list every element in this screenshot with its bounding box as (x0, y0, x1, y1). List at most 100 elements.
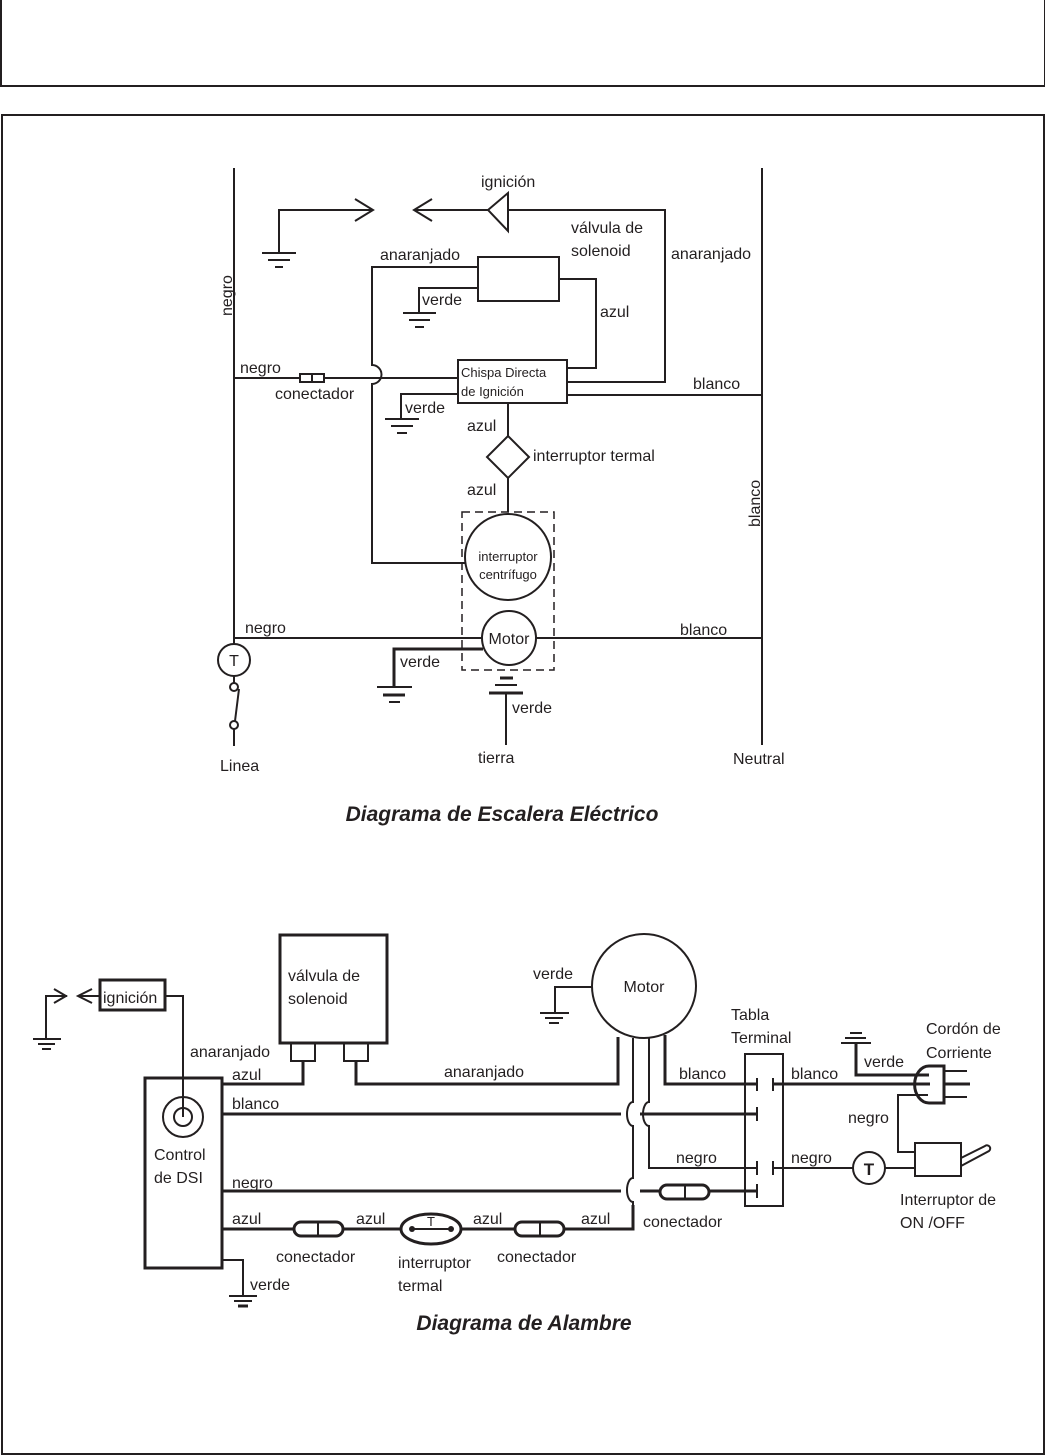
dsi-inner-ring-icon (173, 1107, 193, 1127)
solenoid-valve-box (477, 256, 560, 302)
azul-3-label: azul (473, 1211, 502, 1228)
motor-lead-white (663, 1035, 757, 1086)
ignicion-box-label: ignición (103, 990, 157, 1007)
ignicion-label: ignición (481, 174, 535, 191)
ignition-spark-gap (262, 190, 666, 383)
solenoid-valve-box (278, 933, 389, 1045)
blanco-motor-label: blanco (679, 1066, 726, 1083)
negro-connector-label: negro (240, 360, 281, 377)
solenoid-terminal (343, 1042, 369, 1062)
valvula-box-label-2: solenoid (288, 991, 348, 1008)
motor-circle (481, 610, 537, 666)
verde-cord-label: verde (864, 1054, 904, 1071)
azul-4-label: azul (581, 1211, 610, 1228)
centrifugo-label-1: interruptor (478, 549, 538, 564)
thermostat-t-label: T (864, 1160, 875, 1179)
wiring-diagram: ignición válvula de solenoid anaranjado … (33, 933, 1001, 1335)
neutral-label: Neutral (733, 751, 785, 768)
motor-lead-blue (626, 1038, 634, 1205)
azul-1-label: azul (232, 1211, 261, 1228)
wiring-diagram-title: Diagrama de Alambre (416, 1312, 631, 1335)
verde-motor-label: verde (533, 966, 573, 983)
verde-solenoid-label: verde (422, 292, 462, 309)
earth-ground-icon (489, 676, 523, 695)
blanco-cord-label: blanco (791, 1066, 838, 1083)
ground-icon (33, 1038, 61, 1050)
verde-ground-label: verde (512, 700, 552, 717)
thermostat-t-label: T (229, 653, 239, 670)
spark-arrow-right-icon (354, 198, 375, 222)
blanco-motor-label: blanco (680, 622, 727, 639)
ground-icon (841, 1032, 871, 1044)
ground-icon (229, 1295, 257, 1308)
spark-arrow-right-icon (53, 988, 68, 1004)
dsi-module-box (457, 359, 568, 404)
negro-motor-label: negro (245, 620, 286, 637)
tabla-label-1: Tabla (731, 1007, 769, 1024)
control-label-1: Control (154, 1147, 206, 1164)
ground-icon (262, 252, 296, 268)
ground-icon (377, 686, 412, 703)
blanco-dsi-label: blanco (693, 376, 740, 393)
diagram-frame (1, 114, 1045, 1455)
azul-2-label: azul (356, 1211, 385, 1228)
anaranjado-right-label: anaranjado (671, 246, 751, 263)
valvula-box-label-1: válvula de (288, 968, 360, 985)
ladder-diagram-title: Diagrama de Escalera Eléctrico (346, 803, 659, 826)
negro-control-label: negro (232, 1175, 273, 1192)
motor-lead-black (642, 1038, 757, 1169)
conectador-label: conectador (275, 386, 355, 403)
conectador-left-label: conectador (276, 1249, 356, 1266)
negro-switch-label: negro (791, 1150, 832, 1167)
thermal-switch-icon (485, 434, 531, 480)
ground-icon (385, 418, 419, 434)
thermal-t-label: T (427, 1214, 435, 1229)
ladder-diagram: negro blanco ignición válvula de solenoi… (217, 168, 785, 826)
centrifugal-switch-circle (464, 513, 552, 601)
conectador-terminal-label: conectador (643, 1214, 723, 1231)
ground-icon (540, 1012, 569, 1024)
power-plug-icon (913, 1064, 946, 1105)
negro-motor-label: negro (676, 1150, 717, 1167)
anaranjado-left-label: anaranjado (190, 1044, 270, 1061)
interruptor-termal-label: interruptor termal (533, 448, 655, 465)
on-off-switch-box (914, 1142, 962, 1177)
verde-dsi-label: verde (405, 400, 445, 417)
ground-icon (403, 312, 436, 328)
control-label-2: de DSI (154, 1170, 203, 1187)
centrifugo-label-2: centrífugo (479, 567, 537, 582)
anaranjado-left-label: anaranjado (380, 247, 460, 264)
tierra-label: tierra (478, 750, 515, 767)
negro-cord-label: negro (848, 1110, 889, 1127)
azul-upper-label: azul (467, 418, 496, 435)
interruptor-label-2: termal (398, 1278, 442, 1295)
cordon-label-1: Cordón de (926, 1021, 1001, 1038)
blanco-vertical-label: blanco (747, 480, 764, 527)
linea-label: Linea (220, 758, 259, 775)
azul-lower-label: azul (467, 482, 496, 499)
terminal-board (744, 1053, 784, 1207)
blanco-control-label: blanco (232, 1096, 279, 1113)
valvula-label-1: válvula de (571, 220, 643, 237)
switch-contact-icon (229, 682, 239, 692)
azul-solenoid-label: azul (600, 304, 629, 321)
interruptor-onoff-label-1: Interruptor de (900, 1192, 996, 1209)
motor-label: Motor (624, 979, 666, 996)
dsi-label-1: Chispa Directa (461, 365, 547, 380)
negro-vertical-label: negro (219, 275, 236, 316)
anaranjado-mid-label: anaranjado (444, 1064, 524, 1081)
conectador-right-label: conectador (497, 1249, 577, 1266)
dsi-outer-ring-icon (162, 1096, 204, 1138)
azul-top-label: azul (232, 1067, 261, 1084)
verde-control-label: verde (250, 1277, 290, 1294)
solenoid-terminal (290, 1042, 316, 1062)
orange-wire (371, 266, 478, 564)
cordon-label-2: Corriente (926, 1045, 992, 1062)
switch-toggle-icon (960, 1144, 992, 1167)
valvula-label-2: solenoid (571, 243, 631, 260)
tabla-label-2: Terminal (731, 1030, 791, 1047)
switch-contact-icon (229, 720, 239, 730)
dsi-label-2: de Ignición (461, 384, 524, 399)
motor-enclosure (461, 511, 555, 671)
motor-label: Motor (489, 631, 531, 648)
